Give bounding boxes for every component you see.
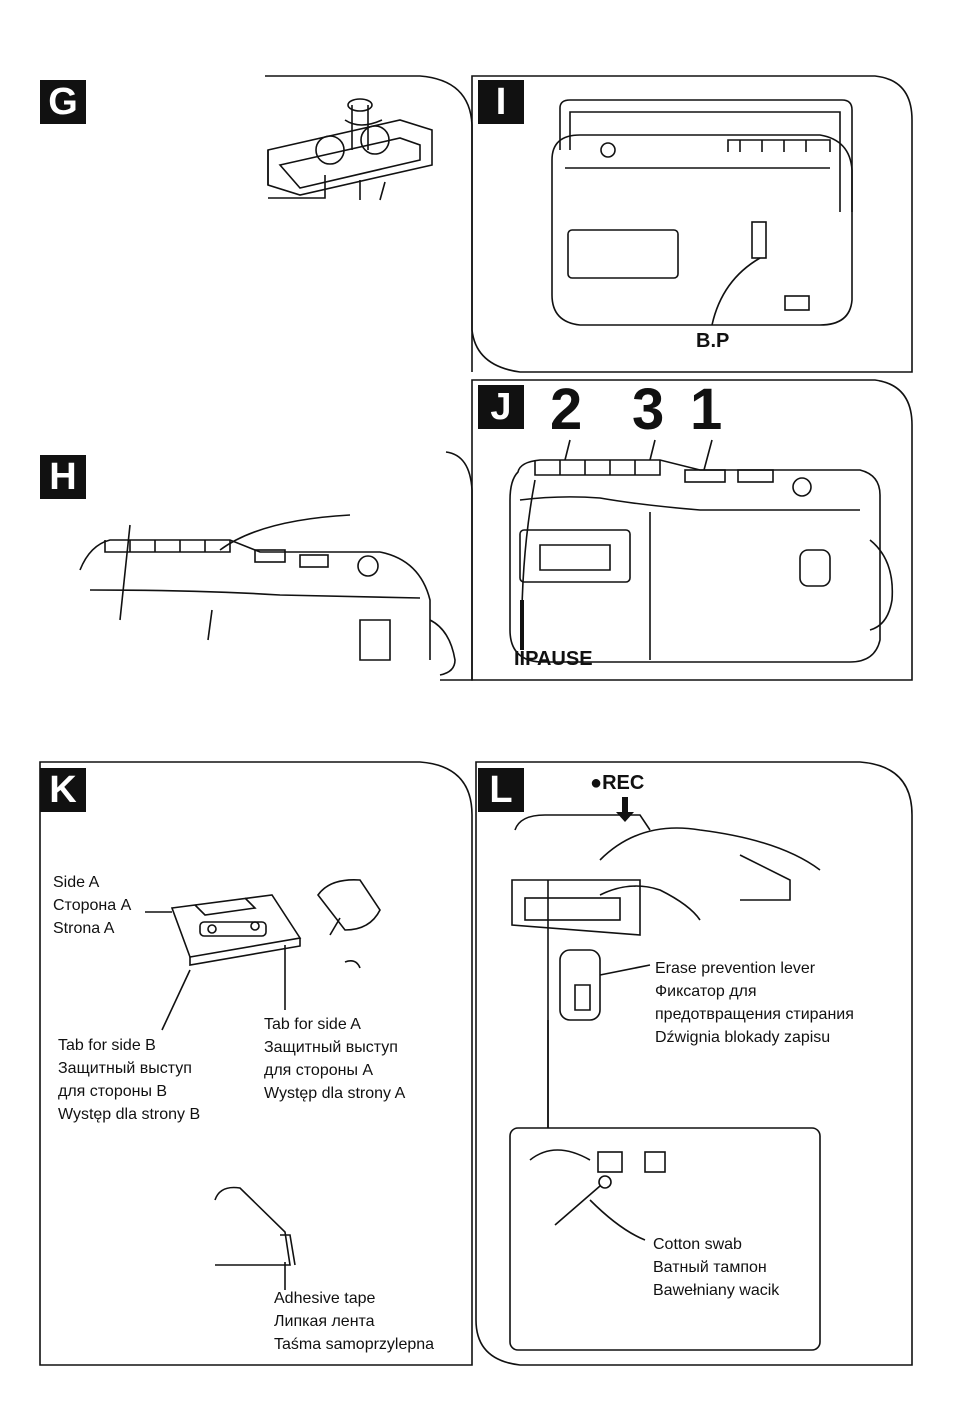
tab-side-a-label-ru: Защитный выступ xyxy=(264,1039,398,1056)
panel-badge-l: L xyxy=(478,768,524,812)
tab-side-a-label-en: Tab for side A xyxy=(264,1016,361,1033)
tab-side-b-label-en: Tab for side B xyxy=(58,1037,156,1054)
panel-l-frame xyxy=(475,761,913,1366)
side-a-label-en: Side A xyxy=(53,874,100,891)
tab-side-b-label-pl: Występ dla strony B xyxy=(58,1106,201,1123)
panel-k-frame xyxy=(39,761,473,1366)
battery-label: B.P xyxy=(696,330,730,352)
erase-lever-label-pl: Dźwignia blokady zapisu xyxy=(655,1029,831,1046)
cotton-swab-label-en: Cotton swab xyxy=(653,1236,742,1253)
side-a-label-pl: Strona A xyxy=(53,920,115,937)
erase-lever-label-ru2: предотвращения стирания xyxy=(655,1006,854,1023)
adhesive-tape-label-en: Adhesive tape xyxy=(274,1290,376,1307)
rec-arrow xyxy=(616,797,634,822)
pause-marker xyxy=(520,600,524,650)
step-number-3: 3 xyxy=(632,377,665,442)
panel-i-frame xyxy=(471,75,913,373)
erase-lever-label-ru: Фиксатор для xyxy=(655,983,757,1000)
radio-back-illustration xyxy=(551,99,853,326)
erase-lever-label-en: Erase prevention lever xyxy=(655,960,816,977)
panel-j-frame xyxy=(471,379,913,681)
panel-badge-j: J xyxy=(478,385,524,429)
panel-badge-h: H xyxy=(40,455,86,499)
pause-label: IIPAUSE xyxy=(514,648,593,670)
adhesive-tape-label-ru: Липкая лента xyxy=(274,1313,375,1330)
panel-h-frame xyxy=(440,451,473,681)
cotton-swab-label-pl: Bawełniany wacik xyxy=(653,1282,780,1299)
rec-label: ●REC xyxy=(590,772,645,794)
radio-front-illustration xyxy=(509,439,894,663)
step-number-2: 2 xyxy=(550,377,583,442)
panel-badge-i: I xyxy=(478,80,524,124)
record-protect-illustration xyxy=(509,808,821,1351)
cotton-swab-label-ru: Ватный тампон xyxy=(653,1259,767,1276)
panel-badge-k: K xyxy=(40,768,86,812)
cassette-tabs-illustration xyxy=(145,878,381,1290)
pencil-rewind-illustration xyxy=(267,98,433,201)
tab-side-a-label-pl: Występ dla strony A xyxy=(264,1085,406,1102)
tab-side-a-label-ru2: для стороны A xyxy=(264,1062,374,1079)
radio-top-illustration xyxy=(79,514,456,676)
panel-badge-g: G xyxy=(40,80,86,124)
tab-side-b-label-ru: Защитный выступ xyxy=(58,1060,192,1077)
side-a-label-ru: Сторона A xyxy=(53,897,132,914)
step-number-1: 1 xyxy=(690,377,723,442)
tab-side-b-label-ru2: для стороны B xyxy=(58,1083,168,1100)
adhesive-tape-label-pl: Taśma samoprzylepna xyxy=(274,1336,435,1353)
